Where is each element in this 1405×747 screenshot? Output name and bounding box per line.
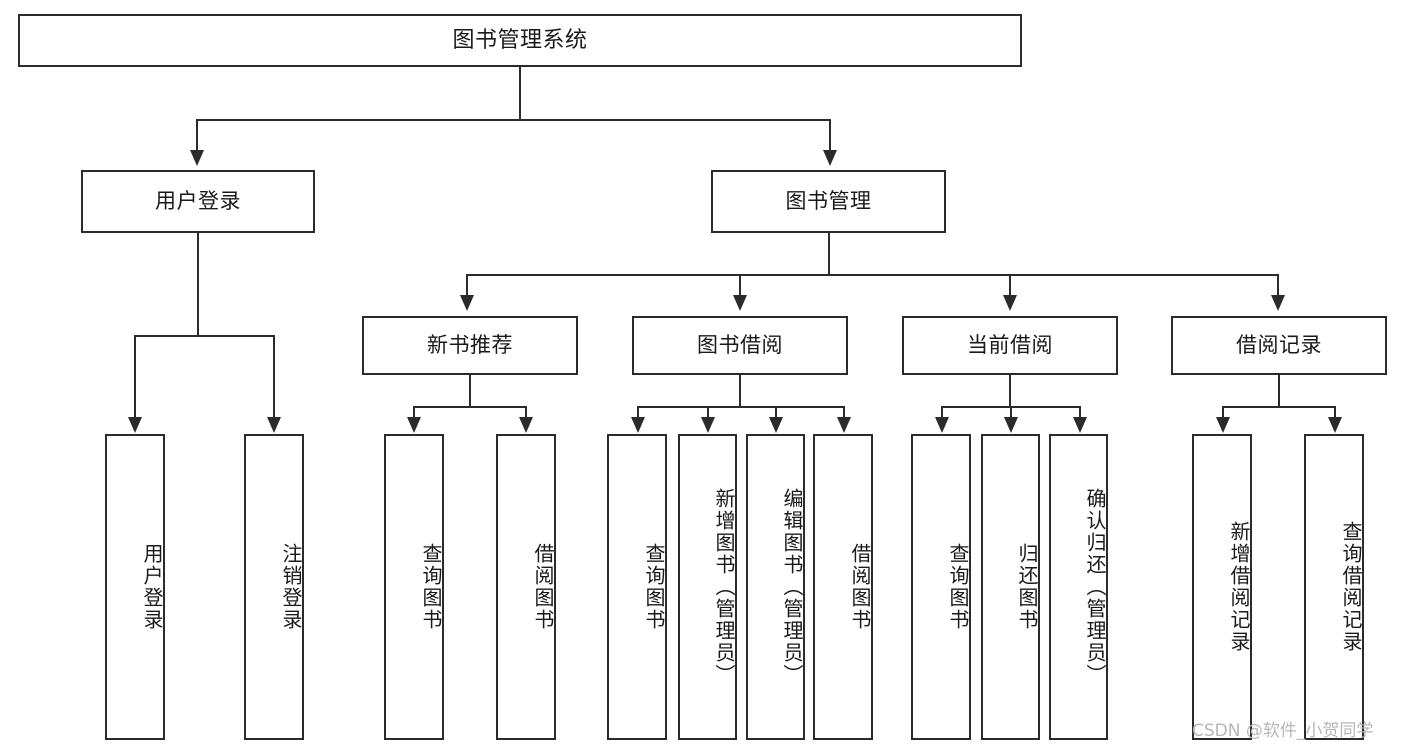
node-label: 查询借阅记录 <box>1339 521 1363 653</box>
node-borrow-record[interactable]: 借阅记录 <box>1171 316 1387 375</box>
edge-user-login-c2 <box>273 335 275 418</box>
arrow-to-user-login <box>190 150 204 166</box>
node-book-borrow[interactable]: 图书借阅 <box>632 316 848 375</box>
node-leaf-add-record[interactable]: 新增借阅记录 <box>1192 434 1252 740</box>
node-book-manage[interactable]: 图书管理 <box>711 170 946 233</box>
edge-borrow-record-bus <box>1222 406 1336 408</box>
arrow-to-book-borrow <box>733 295 747 311</box>
node-leaf-query-book-1[interactable]: 查询图书 <box>384 434 444 740</box>
arrow-leaf-query-book-2 <box>631 417 645 433</box>
edge-book-manage-drop <box>828 233 830 275</box>
edge-current-borrow-c2 <box>1010 406 1012 418</box>
node-leaf-add-book[interactable]: 新增图书（管理员） <box>678 434 737 740</box>
arrow-leaf-borrow-book-2 <box>837 417 851 433</box>
node-leaf-return-book[interactable]: 归还图书 <box>981 434 1040 740</box>
edge-to-book-borrow <box>739 274 741 296</box>
arrow-leaf-query-book-3 <box>935 417 949 433</box>
edge-new-book-c2 <box>525 406 527 418</box>
node-label: 借阅图书 <box>531 543 555 631</box>
edge-user-login-bus <box>134 335 275 337</box>
edge-book-borrow-bus <box>637 406 844 408</box>
node-current-borrow[interactable]: 当前借阅 <box>902 316 1118 375</box>
arrow-leaf-return-book <box>1004 417 1018 433</box>
node-label: 新增借阅记录 <box>1227 521 1251 653</box>
node-label: 图书借阅 <box>697 333 783 358</box>
node-leaf-query-book-2[interactable]: 查询图书 <box>607 434 667 740</box>
arrow-leaf-confirm-return <box>1073 417 1087 433</box>
node-label: 查询图书 <box>642 543 666 631</box>
node-label: 用户登录 <box>140 543 164 631</box>
edge-book-borrow-c4 <box>843 406 845 418</box>
node-leaf-confirm-return[interactable]: 确认归还（管理员） <box>1049 434 1108 740</box>
node-label: 借阅图书 <box>848 543 872 631</box>
edge-user-login-c1 <box>134 335 136 418</box>
node-label: 图书管理系统 <box>452 27 588 53</box>
edge-to-borrow-record <box>1277 274 1279 296</box>
node-label: 当前借阅 <box>967 333 1053 358</box>
edge-root-bus <box>196 119 830 121</box>
node-label: 注销登录 <box>279 543 303 631</box>
node-label: 图书管理 <box>785 189 872 214</box>
edge-current-borrow-drop <box>1009 375 1011 407</box>
arrow-to-book-manage <box>823 150 837 166</box>
node-label: 查询图书 <box>946 543 970 631</box>
edge-to-new-book <box>466 274 468 296</box>
arrow-leaf-borrow-book-1 <box>519 417 533 433</box>
arrow-to-new-book <box>460 295 474 311</box>
arrow-leaf-user-login <box>128 417 142 433</box>
arrow-to-borrow-record <box>1271 295 1285 311</box>
edge-current-borrow-c1 <box>941 406 943 418</box>
edge-book-borrow-drop <box>739 375 741 407</box>
edge-root-drop <box>519 67 521 120</box>
edge-new-book-c1 <box>413 406 415 418</box>
edge-book-manage-bus <box>466 274 1278 276</box>
node-label: 用户登录 <box>155 189 241 214</box>
edge-borrow-record-drop <box>1278 375 1280 407</box>
node-leaf-borrow-book-1[interactable]: 借阅图书 <box>496 434 556 740</box>
node-leaf-query-book-3[interactable]: 查询图书 <box>911 434 971 740</box>
edge-new-book-drop <box>469 375 471 407</box>
node-leaf-logout[interactable]: 注销登录 <box>244 434 304 740</box>
node-user-login[interactable]: 用户登录 <box>81 170 315 233</box>
node-leaf-borrow-book-2[interactable]: 借阅图书 <box>813 434 873 740</box>
arrow-to-current-borrow <box>1003 295 1017 311</box>
edge-user-login-drop <box>197 233 199 336</box>
node-label: 归还图书 <box>1015 543 1039 631</box>
edge-to-current-borrow <box>1009 274 1011 296</box>
edge-book-borrow-c1 <box>637 406 639 418</box>
node-label: 编辑图书（管理员） <box>780 488 804 686</box>
edge-to-book-manage <box>829 119 831 151</box>
node-root-system[interactable]: 图书管理系统 <box>18 14 1022 67</box>
arrow-leaf-edit-book <box>769 417 783 433</box>
edge-to-user-login <box>196 119 198 151</box>
node-label: 查询图书 <box>419 543 443 631</box>
node-leaf-edit-book[interactable]: 编辑图书（管理员） <box>746 434 805 740</box>
node-label: 新书推荐 <box>427 333 513 358</box>
arrow-leaf-add-book <box>701 417 715 433</box>
csdn-watermark: CSDN @软件_小贺同学 <box>1192 721 1374 741</box>
edge-current-borrow-c3 <box>1079 406 1081 418</box>
node-leaf-query-record[interactable]: 查询借阅记录 <box>1304 434 1364 740</box>
arrow-leaf-query-book-1 <box>407 417 421 433</box>
edge-borrow-record-c2 <box>1334 406 1336 418</box>
node-label: 确认归还（管理员） <box>1083 488 1107 686</box>
edge-new-book-bus <box>413 406 527 408</box>
edge-borrow-record-c1 <box>1222 406 1224 418</box>
arrow-leaf-add-record <box>1216 417 1230 433</box>
arrow-leaf-logout <box>267 417 281 433</box>
arrow-leaf-query-record <box>1328 417 1342 433</box>
node-leaf-user-login[interactable]: 用户登录 <box>105 434 165 740</box>
edge-book-borrow-c2 <box>707 406 709 418</box>
node-label: 借阅记录 <box>1236 333 1322 358</box>
edge-book-borrow-c3 <box>775 406 777 418</box>
node-label: 新增图书（管理员） <box>712 488 736 686</box>
node-new-book-recommend[interactable]: 新书推荐 <box>362 316 578 375</box>
